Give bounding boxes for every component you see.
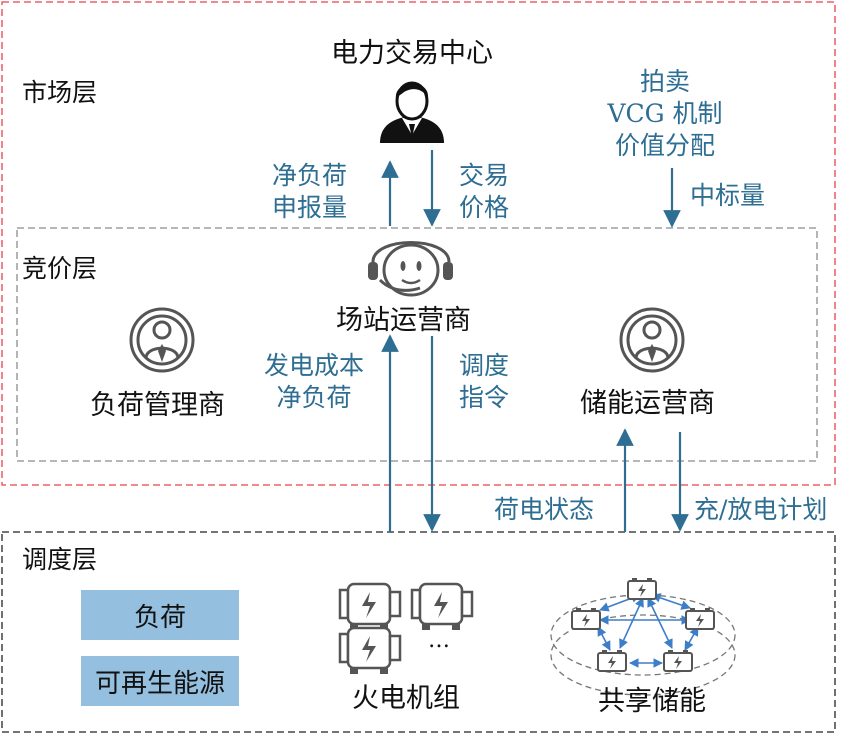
- trade-price-label: 交易价格: [459, 161, 510, 222]
- load-manager-label: 负荷管理商: [90, 390, 225, 421]
- more-units-ellipsis: …: [428, 628, 450, 653]
- market-layer-label: 市场层: [22, 78, 98, 107]
- net-load-bid-label: 净负荷申报量: [272, 161, 348, 222]
- generator-icon: [338, 582, 402, 630]
- load-manager-avatar-icon: [129, 307, 195, 373]
- gen-cost-net-load-label: 发电成本净负荷: [263, 351, 364, 412]
- load-box: 负荷: [81, 590, 239, 640]
- storage-network-links: [597, 593, 699, 668]
- storage-operator-avatar-icon: [619, 307, 685, 373]
- battery-icon: [663, 650, 693, 672]
- battery-icon: [685, 608, 715, 630]
- battery-icon: [571, 608, 601, 630]
- charge-plan-label: 充/放电计划: [694, 495, 828, 524]
- shared-storage-label: 共享储能: [598, 686, 706, 717]
- battery-icon: [627, 578, 657, 600]
- person-icon: [380, 81, 444, 143]
- generator-icon: [338, 626, 402, 674]
- headset-icon: [368, 241, 453, 297]
- station-operator-label: 场站运营商: [336, 305, 471, 336]
- battery-icon: [597, 650, 627, 672]
- generator-icon: [410, 582, 474, 630]
- storage-operator-label: 储能运营商: [580, 388, 715, 419]
- bidding-layer-frame: [16, 227, 818, 462]
- winning-amount-label: 中标量: [690, 181, 766, 210]
- soc-label: 荷电状态: [494, 495, 595, 524]
- dispatch-order-label: 调度指令: [459, 351, 510, 412]
- dispatch-layer-label: 调度层: [22, 545, 98, 574]
- bidding-layer-label: 竞价层: [22, 254, 98, 283]
- trading-center-label: 电力交易中心: [331, 38, 493, 69]
- thermal-units-label: 火电机组: [352, 683, 460, 714]
- renewable-box: 可再生能源: [81, 656, 239, 706]
- market-layer-frame: [1, 1, 836, 486]
